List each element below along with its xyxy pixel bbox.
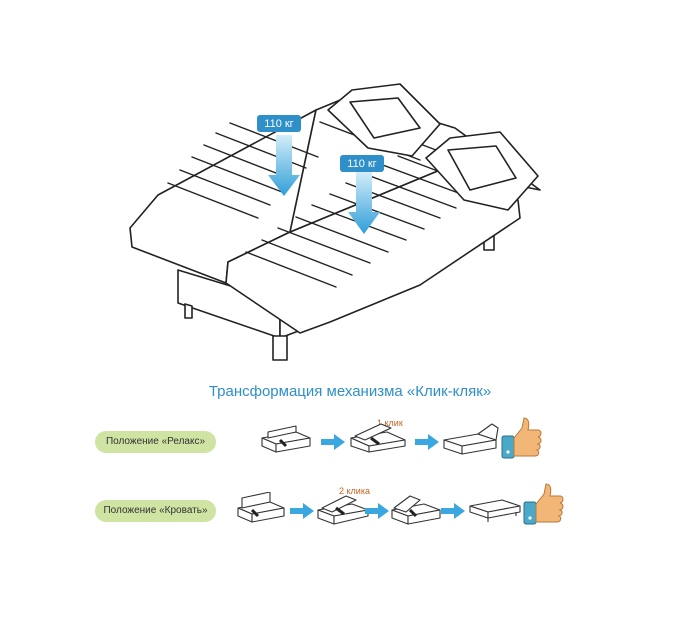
right-arrow-icon [415,434,439,450]
two-clicks-label: 2 клика [339,486,370,496]
sofa-bed-icon [237,492,285,523]
sofa-bed-icon [469,499,521,522]
sofa-bed-icon [391,495,441,525]
sofa-bed-icon [350,423,406,453]
one-click-label: 1 клик [377,418,403,428]
sofa-bed-icon [317,495,369,525]
right-arrow-icon [441,503,465,519]
weight-label-right: 110 кг [347,158,376,170]
sofa-bed-icon [443,423,499,455]
weight-arrow-icon [268,135,300,196]
thumbs-up-icon [501,417,542,459]
thumbs-up-icon [523,483,564,525]
right-arrow-icon [290,503,314,519]
weight-badge-right: 110 кг [340,155,384,172]
sofa-bed-illustration: 110 кг 110 кг [129,83,541,361]
mechanism-title: Трансформация механизма «Клик-кляк» [208,383,492,400]
right-arrow-icon [321,434,345,450]
weight-arrow-icon [348,172,380,234]
relax-position-label: Положение «Релакс» [95,431,216,453]
weight-label-left: 110 кг [264,118,293,130]
pillow-icon [327,83,441,157]
bed-position-label: Положение «Кровать» [95,500,216,522]
right-arrow-icon [365,503,389,519]
pillow-icon [425,131,539,211]
weight-badge-left: 110 кг [257,115,301,132]
sofa-bed-icon [261,425,311,453]
